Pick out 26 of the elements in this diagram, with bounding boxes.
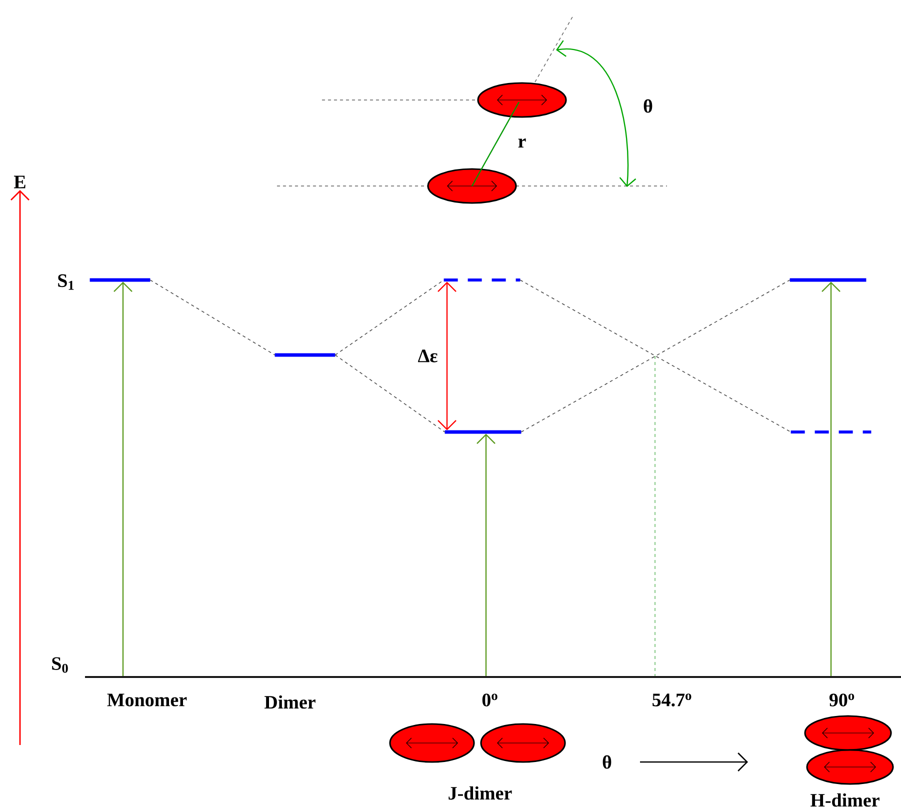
energy-level-bar [274,353,336,357]
energy-level-bar [90,278,150,282]
greek-label: θ [644,99,652,113]
transition-arrow [114,282,132,676]
transition-arrow [476,434,496,676]
distance-label: r [518,138,526,148]
correlation-line [334,354,446,432]
energy-level-bar [790,278,866,282]
greek-label: θ [602,755,612,769]
edge-label: Δε [416,348,439,364]
transition-arrow [822,282,840,676]
energy-level-bar [790,430,872,434]
caption-label: H-dimer [810,793,880,807]
axis-label: E [14,176,26,188]
energy-level-bar [444,278,520,282]
column-label: Dimer [264,695,316,709]
column-label: Monomer [107,694,187,706]
column-label: 0$^{o}$ [482,694,498,706]
energy-level-bar [444,430,522,434]
column-label: 54.7$^{o}$ [652,694,692,706]
correlation-line [334,280,444,356]
level-label: S$_{0}$ [52,657,68,673]
column-label: 90$^{o}$ [829,694,854,706]
caption-label: J-dimer [448,786,512,800]
correlation-line [150,280,276,356]
energy-gap-arrow [438,282,456,430]
